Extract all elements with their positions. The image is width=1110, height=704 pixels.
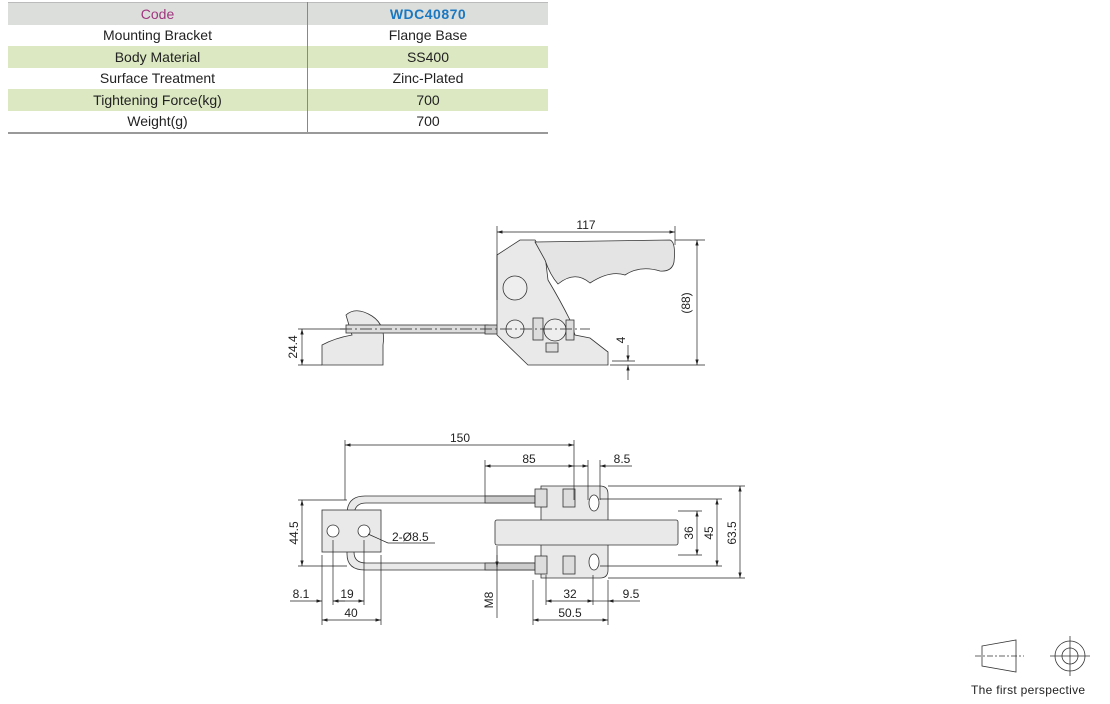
thread-m8: M8 [482, 591, 496, 608]
dim-19: 19 [340, 587, 354, 601]
hole-callout: 2-Ø8.5 [392, 530, 429, 544]
dim-32: 32 [563, 587, 577, 601]
dim-36: 36 [682, 526, 696, 540]
spec-value: 700 [307, 110, 548, 134]
spec-row: Weight(g)700 [8, 110, 548, 134]
dim-63-5: 63.5 [725, 521, 739, 545]
spec-label: Weight(g) [8, 110, 308, 134]
dim-85: 85 [522, 452, 536, 466]
dim-45: 45 [702, 526, 716, 540]
dim-150: 150 [450, 431, 470, 445]
spec-row: Tightening Force(kg)700 [8, 89, 548, 111]
dim-50-5: 50.5 [558, 606, 582, 620]
side-view-dimensions [298, 226, 705, 380]
top-view [321, 485, 679, 579]
spec-row: Surface Treatment Zinc-Plated [8, 67, 548, 89]
dim-117: 117 [576, 218, 595, 232]
dim-40: 40 [344, 606, 358, 620]
side-view [321, 239, 675, 366]
spec-value: Flange Base [388, 27, 468, 44]
spec-value: Zinc-Plated [392, 70, 464, 87]
dim-4: 4 [614, 336, 628, 343]
spec-value: 700 [307, 89, 548, 111]
top-view-dimensions [290, 440, 745, 625]
spec-value: SS400 [307, 46, 548, 68]
spec-label: Body Material [8, 46, 308, 68]
projection-label: The first perspective [971, 683, 1086, 697]
spec-label: Surface Treatment [8, 67, 308, 89]
spec-row: Mounting Bracket Flange Base [8, 24, 548, 46]
dim-44-5: 44.5 [287, 521, 301, 545]
dim-24-4: 24.4 [286, 335, 300, 359]
dim-88: (88) [679, 292, 693, 313]
dim-8-1: 8.1 [293, 587, 310, 601]
model-code: WDC40870 [307, 2, 548, 25]
dim-8-5: 8.5 [614, 452, 631, 466]
spec-label: Tightening Force(kg) [8, 89, 308, 111]
dim-9-5: 9.5 [623, 587, 640, 601]
first-angle-projection-icon [975, 636, 1090, 676]
code-label: Code [8, 2, 308, 25]
spec-label: Mounting Bracket [8, 24, 308, 46]
